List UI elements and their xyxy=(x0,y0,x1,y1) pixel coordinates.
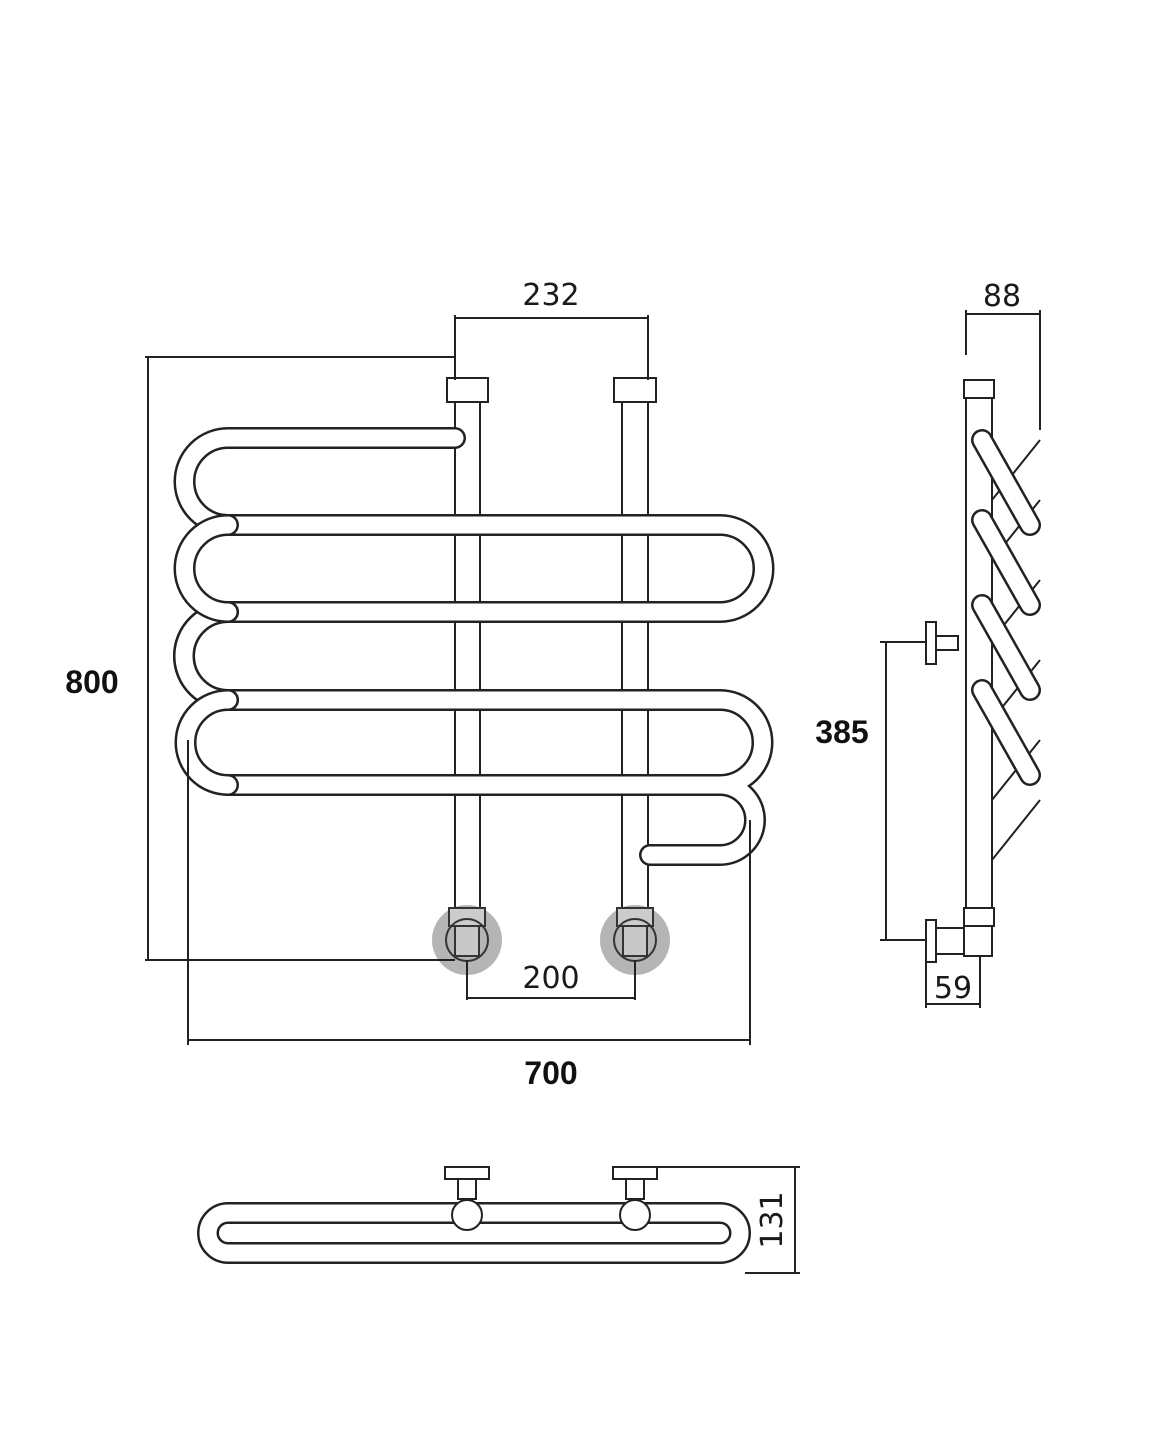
wall-bracket xyxy=(925,621,937,665)
dim-width: 700 xyxy=(524,1055,577,1091)
front-view: 232 800 200 700 xyxy=(65,278,775,1091)
dim-side-depth: 88 xyxy=(983,279,1021,314)
side-valve xyxy=(925,919,937,963)
bottom-view: 131 xyxy=(197,1166,800,1274)
right-upright xyxy=(621,394,649,911)
dim-connection-spacing: 200 xyxy=(522,961,579,996)
serpentine-tube xyxy=(173,427,775,866)
dim-side-height: 385 xyxy=(815,714,868,750)
side-view: 88 385 59 xyxy=(815,279,1041,1008)
dim-height: 800 xyxy=(65,664,118,700)
dim-bottom-depth: 131 xyxy=(755,1191,790,1248)
valve-left xyxy=(454,925,480,957)
top-fitting-left xyxy=(446,377,489,403)
dim-top-spacing: 232 xyxy=(522,278,579,313)
valve-right xyxy=(622,925,648,957)
dim-valve-offset: 59 xyxy=(934,971,972,1006)
top-fitting-right xyxy=(613,377,657,403)
left-upright xyxy=(454,394,481,911)
